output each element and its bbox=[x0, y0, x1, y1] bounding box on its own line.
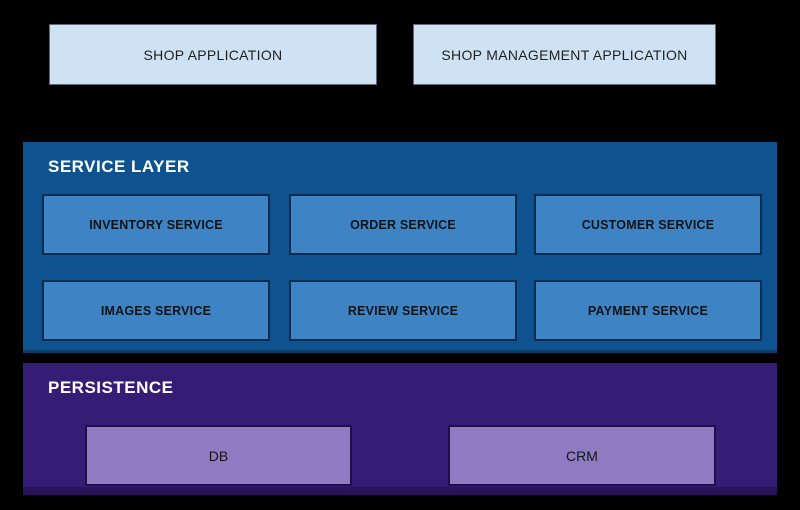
order-service-box: ORDER SERVICE bbox=[289, 194, 517, 255]
inventory-service-box: INVENTORY SERVICE bbox=[42, 194, 270, 255]
shop-application-box: SHOP APPLICATION bbox=[49, 24, 377, 85]
db-label: DB bbox=[208, 447, 229, 464]
payment-service-label: PAYMENT SERVICE bbox=[587, 303, 709, 318]
images-service-label: IMAGES SERVICE bbox=[100, 303, 212, 318]
persistence-container: PERSISTENCE DB CRM bbox=[23, 363, 777, 495]
customer-service-box: CUSTOMER SERVICE bbox=[534, 194, 762, 255]
inventory-service-label: INVENTORY SERVICE bbox=[89, 217, 223, 232]
crm-box: CRM bbox=[448, 425, 716, 486]
review-service-label: REVIEW SERVICE bbox=[347, 303, 459, 318]
shop-application-label: SHOP APPLICATION bbox=[143, 46, 283, 63]
service-layer-container: SERVICE LAYER INVENTORY SERVICE ORDER SE… bbox=[23, 142, 777, 353]
shop-management-application-box: SHOP MANAGEMENT APPLICATION bbox=[413, 24, 716, 85]
payment-service-box: PAYMENT SERVICE bbox=[534, 280, 762, 341]
persistence-title: PERSISTENCE bbox=[48, 378, 174, 397]
shop-management-application-label: SHOP MANAGEMENT APPLICATION bbox=[441, 46, 688, 63]
db-box: DB bbox=[85, 425, 352, 486]
crm-label: CRM bbox=[566, 447, 598, 464]
review-service-box: REVIEW SERVICE bbox=[289, 280, 517, 341]
images-service-box: IMAGES SERVICE bbox=[42, 280, 270, 341]
customer-service-label: CUSTOMER SERVICE bbox=[581, 217, 715, 232]
order-service-label: ORDER SERVICE bbox=[350, 217, 456, 232]
service-layer-title: SERVICE LAYER bbox=[48, 157, 190, 176]
